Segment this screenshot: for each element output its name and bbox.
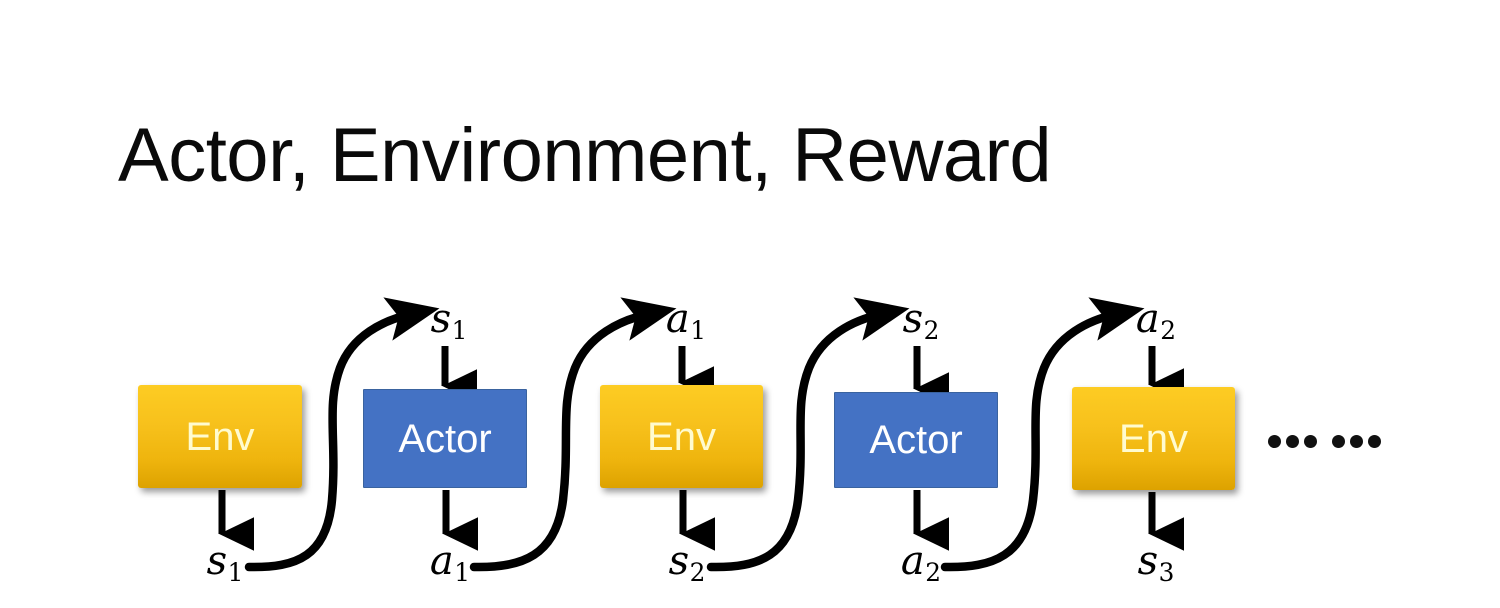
variable-subscript: 1	[451, 316, 468, 346]
ellipsis-dot	[1286, 435, 1299, 448]
variable-subscript: 3	[1158, 558, 1175, 588]
variable-base: a	[900, 538, 925, 584]
variable-bot-s2: s2	[669, 541, 706, 586]
variable-top-a2: a2	[1136, 299, 1176, 344]
ellipsis-continuation	[1268, 435, 1381, 448]
node-label: Actor	[398, 416, 492, 461]
variable-subscript: 2	[925, 558, 942, 588]
ellipsis-gap	[1322, 441, 1327, 442]
node-actor2[interactable]: Actor	[834, 392, 998, 488]
variable-bot-s3: s3	[1138, 541, 1175, 586]
ellipsis-dot	[1368, 435, 1381, 448]
variable-subscript: 1	[454, 558, 471, 588]
node-label: Env	[647, 414, 716, 459]
variable-base: s	[668, 538, 690, 584]
variable-base: a	[1135, 296, 1160, 342]
variable-subscript: 2	[1160, 316, 1177, 346]
variable-top-a1: a1	[666, 299, 706, 344]
variable-bot-a2: a2	[901, 541, 941, 586]
variable-subscript: 1	[227, 558, 244, 588]
curve-s2-env2-to-actor2	[706, 297, 910, 572]
node-label: Env	[185, 414, 255, 459]
ellipsis-dot	[1350, 435, 1363, 448]
output-arrows	[218, 490, 1185, 551]
ellipsis-dot	[1332, 435, 1345, 448]
node-actor1[interactable]: Actor	[363, 389, 527, 488]
curve-a2-actor2-to-env3	[940, 297, 1145, 572]
ellipsis-dot	[1304, 435, 1317, 448]
node-env3[interactable]: Env	[1072, 387, 1235, 490]
node-env2[interactable]: Env	[600, 385, 763, 488]
variable-base: s	[430, 296, 452, 342]
input-arrows	[441, 346, 1185, 406]
curve-a1-actor1-to-env2	[469, 297, 677, 572]
node-env1[interactable]: Env	[138, 385, 302, 488]
variable-top-s2: s2	[903, 299, 940, 344]
page-title: Actor, Environment, Reward	[118, 113, 1052, 198]
variable-top-s1: s1	[431, 299, 468, 344]
variable-base: s	[902, 296, 924, 342]
variable-subscript: 1	[690, 316, 707, 346]
variable-subscript: 2	[923, 316, 940, 346]
variable-base: s	[1137, 538, 1159, 584]
variable-subscript: 2	[689, 558, 706, 588]
variable-bot-s1: s1	[207, 541, 244, 586]
ellipsis-dot	[1268, 435, 1281, 448]
variable-base: a	[429, 538, 454, 584]
node-label: Env	[1119, 416, 1188, 461]
feedback-curves	[244, 297, 1145, 572]
variable-bot-a1: a1	[430, 541, 470, 586]
variable-base: s	[206, 538, 228, 584]
curve-s1-env1-to-actor1	[244, 297, 440, 572]
node-label: Actor	[869, 418, 963, 462]
variable-base: a	[665, 296, 690, 342]
